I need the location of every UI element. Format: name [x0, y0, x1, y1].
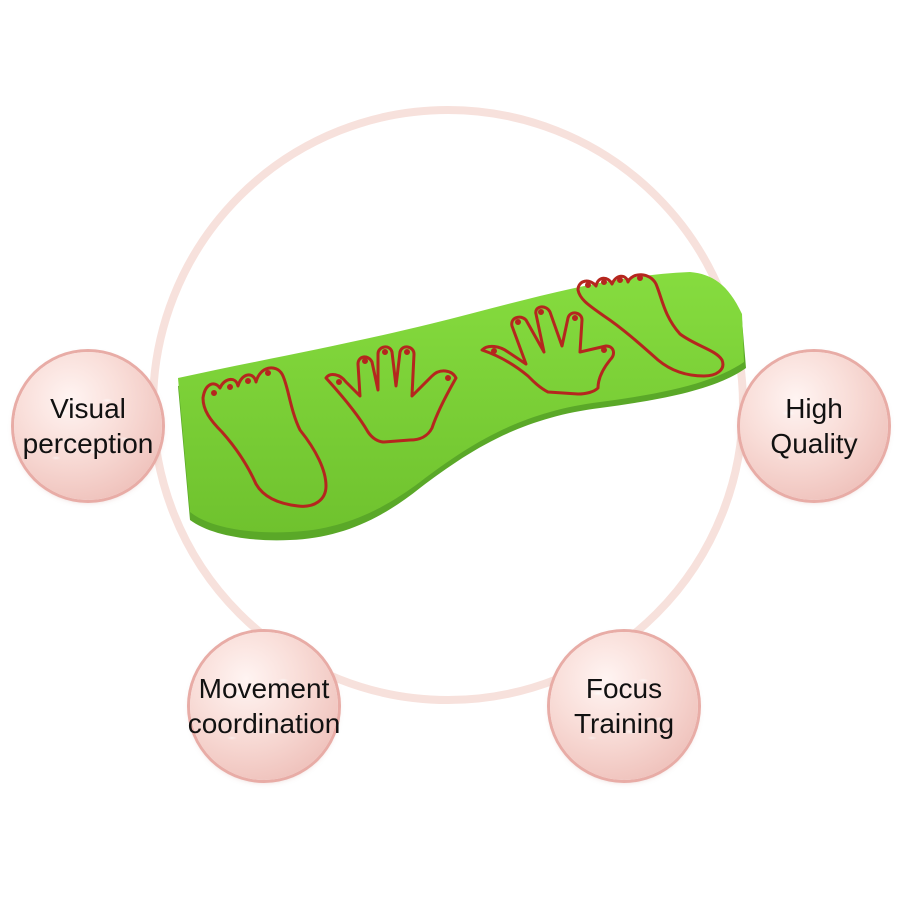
foam-board — [178, 272, 744, 533]
visual-perception-line-2: perception — [22, 428, 154, 459]
right-hand-print — [480, 305, 615, 396]
high-quality-line-1: High — [785, 393, 843, 424]
movement-coordination-label: Movement coordination — [188, 671, 341, 741]
movement-coordination-line-2: coordination — [187, 708, 341, 739]
focus-training-label: Focus Training — [574, 671, 674, 741]
movement-coordination-line-1: Movement — [198, 673, 330, 704]
focus-training-badge: Focus Training — [550, 632, 698, 780]
focus-training-line-2: Training — [573, 708, 675, 739]
visual-perception-label: Visual perception — [23, 391, 154, 461]
high-quality-label: High Quality — [770, 391, 857, 461]
focus-training-line-1: Focus — [585, 673, 663, 704]
right-foot-print — [576, 273, 725, 378]
visual-perception-badge: Visual perception — [14, 352, 162, 500]
left-hand-print — [324, 345, 458, 444]
visual-perception-line-1: Visual — [50, 393, 126, 424]
movement-coordination-badge: Movement coordination — [188, 632, 341, 780]
high-quality-badge: High Quality — [740, 352, 888, 500]
left-foot-print — [201, 366, 328, 508]
high-quality-line-2: Quality — [770, 428, 858, 459]
